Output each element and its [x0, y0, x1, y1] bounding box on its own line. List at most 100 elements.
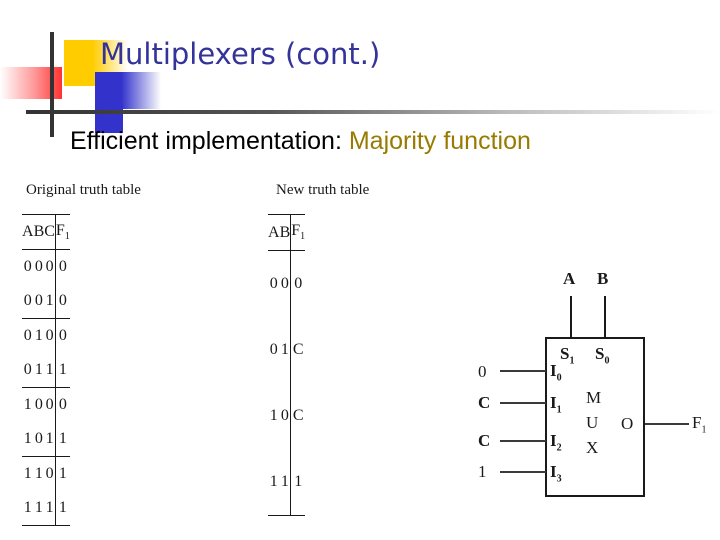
- cell-f1: 1: [55, 422, 70, 457]
- mux-block-diagram: A B S1 S0 0 C C 1 I0 I1 I2 I3 M U X O F1: [460, 268, 720, 518]
- mux-pin-i3-base: I: [550, 462, 557, 481]
- mux-pin-i1-base: I: [550, 393, 557, 412]
- mux-input-1-wire: [500, 402, 546, 404]
- mux-input-0-wire: [500, 370, 546, 372]
- original-truth-table-caption: Original truth table: [26, 182, 141, 198]
- logo-blue-square: [95, 72, 161, 109]
- table-row: 1 1 0 1: [22, 456, 70, 491]
- cell-a: 1: [22, 422, 34, 457]
- col-header-b: B: [33, 214, 45, 250]
- new-truth-table-caption: New truth table: [276, 182, 370, 198]
- mux-select-b-wire: [604, 296, 606, 338]
- mux-pin-i1-subscript: 1: [556, 404, 562, 416]
- cell-f1: 0: [58, 327, 67, 344]
- cell-b: 1: [33, 353, 45, 388]
- table-row: 1 1 1: [268, 449, 306, 516]
- cell-b: 0: [34, 258, 43, 275]
- mux-output-wire: [645, 423, 689, 425]
- cell-a: 0: [23, 258, 32, 275]
- cell-c: 0: [44, 318, 56, 353]
- cell-f1: 0: [58, 396, 67, 413]
- cell-b: 1: [34, 327, 43, 344]
- cell-a: 1: [22, 491, 34, 526]
- page-title: Multiplexers (cont.): [100, 37, 381, 71]
- mux-pin-s0-subscript: 0: [604, 355, 610, 367]
- cell-b: 0: [34, 396, 43, 413]
- cell-b: 1: [33, 491, 45, 526]
- cell-a: 0: [22, 284, 34, 319]
- cell-a: 1: [23, 396, 32, 413]
- cell-a: 1: [268, 449, 280, 516]
- mux-pin-i0-subscript: 0: [556, 372, 562, 384]
- mux-data-input-1-label: C: [478, 393, 491, 412]
- cell-c: 0: [44, 456, 56, 491]
- original-truth-table-body: 0 0 0 0 0 0 1 0 0 1 0 0 0: [22, 249, 70, 526]
- cell-f1: C: [292, 341, 304, 358]
- mux-pin-i0-label: I0: [550, 361, 562, 383]
- mux-select-input-a-label: A: [563, 269, 576, 288]
- mux-body-letter-m: M: [586, 388, 602, 407]
- mux-data-input-3-label: 1: [478, 462, 487, 481]
- table-row: 1 0 1 1: [22, 422, 70, 457]
- cell-a: 0: [269, 341, 278, 358]
- col-header-f1-subscript: 1: [300, 231, 306, 243]
- mux-output-f1-label: F1: [692, 413, 706, 435]
- col-header-f1: F1: [290, 214, 306, 251]
- cell-c: 0: [44, 249, 56, 284]
- cell-c: 1: [44, 422, 56, 457]
- col-header-a: A: [22, 214, 34, 250]
- col-header-b: B: [279, 214, 292, 251]
- table-row: 1 0 C: [268, 383, 305, 449]
- original-truth-table: A B C F1 0 0 0 0 0 0 1 0: [22, 214, 70, 526]
- cell-f1: 1: [55, 353, 70, 388]
- mux-body-letter-u: U: [586, 413, 599, 432]
- table-row: 0 1 C: [268, 317, 305, 383]
- cell-a: 0: [269, 275, 278, 292]
- cell-f1: 1: [58, 465, 67, 482]
- col-header-f1-base: F: [55, 221, 65, 239]
- col-header-f1: F1: [55, 214, 70, 250]
- mux-output-pin-label: O: [621, 414, 634, 433]
- cell-a: 0: [22, 353, 34, 388]
- mux-pin-s1-label: S1: [560, 344, 574, 366]
- mux-data-input-2-label: C: [478, 431, 491, 450]
- new-truth-table-body: 0 0 0 0 1 C 1 0 C 1 1 1: [268, 250, 306, 516]
- subtitle-highlight-text: Majority function: [348, 127, 531, 155]
- cell-a: 0: [23, 327, 32, 344]
- cell-b: 0: [33, 422, 45, 457]
- col-header-c: C: [44, 214, 56, 250]
- cell-b: 0: [33, 284, 45, 319]
- table-row: 1 0 0 0: [22, 387, 70, 422]
- mux-select-input-b-label: B: [597, 269, 609, 288]
- title-divider-rule: [26, 110, 720, 114]
- cell-b: 1: [34, 465, 43, 482]
- new-truth-table: A B F1 0 0 0 0 1 C 1 0: [268, 214, 306, 516]
- mux-output-f1-subscript: 1: [701, 424, 707, 436]
- col-header-a: A: [268, 214, 280, 251]
- mux-pin-i0-base: I: [550, 361, 557, 380]
- table-header-row: A B C F1: [22, 214, 70, 250]
- mux-input-2-wire: [500, 440, 546, 442]
- cell-f1: 0: [55, 284, 70, 319]
- mux-pin-i2-subscript: 2: [556, 442, 562, 454]
- table-row: 0 0 0 0: [22, 249, 70, 284]
- slide-subtitle: Efficient implementation: Majority funct…: [70, 127, 531, 156]
- mux-pin-s0-base: S: [595, 344, 605, 363]
- cell-f1: 1: [290, 449, 306, 516]
- cell-c: 0: [44, 387, 56, 422]
- mux-pin-i3-label: I3: [550, 462, 562, 484]
- mux-body-box: [545, 337, 645, 497]
- cell-c: 1: [44, 491, 56, 526]
- cell-b: 1: [279, 317, 292, 383]
- mux-output-f1-base: F: [692, 413, 702, 432]
- cell-a: 1: [269, 407, 278, 424]
- mux-pin-s0-label: S0: [595, 344, 609, 366]
- table-row: 0 0 1 0: [22, 284, 70, 319]
- mux-pin-s1-subscript: 1: [569, 355, 575, 367]
- cell-f1: 1: [55, 491, 70, 526]
- cell-f1: C: [292, 407, 304, 424]
- mux-pin-i3-subscript: 3: [556, 473, 562, 485]
- cell-f1: 0: [58, 258, 67, 275]
- cell-f1: 0: [294, 275, 303, 292]
